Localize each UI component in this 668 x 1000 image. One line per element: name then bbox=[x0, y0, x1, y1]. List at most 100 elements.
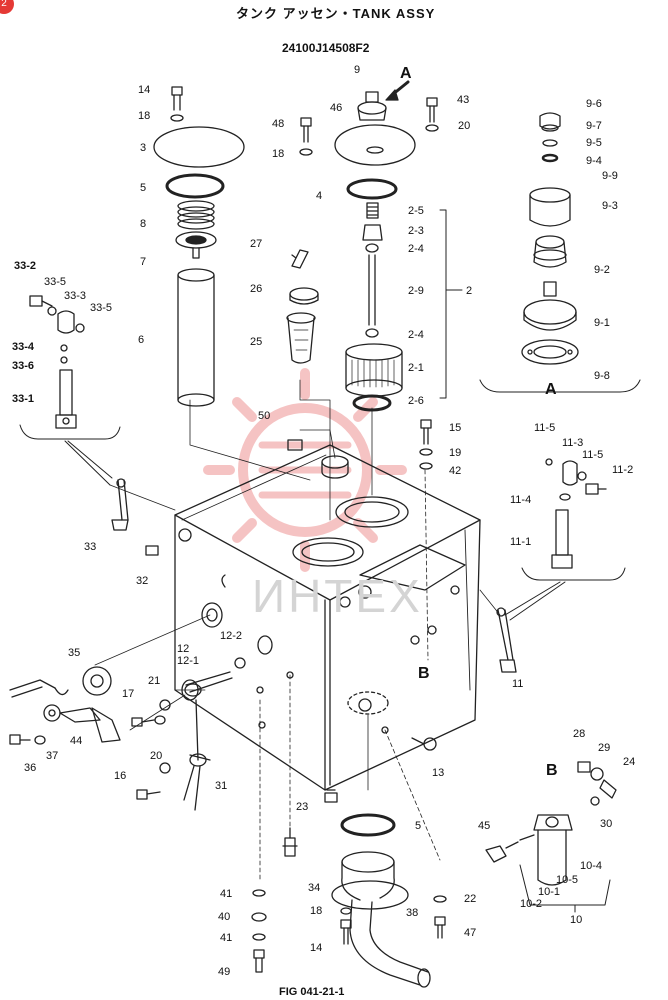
callout-2-5: 2-5 bbox=[408, 205, 424, 217]
callout-10-5: 10-5 bbox=[556, 874, 579, 886]
level-gauge-35 bbox=[9, 666, 121, 743]
callout-33-6: 33-6 bbox=[12, 360, 35, 372]
callout-12-1: 12-1 bbox=[177, 655, 200, 667]
bolt-47 bbox=[434, 916, 446, 939]
callout-11-2: 11-2 bbox=[612, 464, 634, 476]
callout-40: 40 bbox=[218, 911, 231, 923]
bolt-16 bbox=[136, 789, 161, 800]
callout-9-7: 9-7 bbox=[586, 120, 602, 132]
callout-9-9: 9-9 bbox=[602, 170, 618, 182]
page-badge: 2 bbox=[0, 0, 14, 14]
callout-46: 46 bbox=[330, 102, 343, 114]
callout-12-2: 12-2 bbox=[220, 630, 243, 642]
callout-33-4: 33-4 bbox=[12, 341, 35, 353]
callout-11: 11 bbox=[512, 678, 524, 690]
detail-11-bracket bbox=[521, 567, 626, 581]
callout-7: 7 bbox=[140, 256, 147, 268]
figure-label: FIG 041-21-1 bbox=[279, 986, 345, 998]
callout-2-4-bottom: 2-4 bbox=[408, 329, 424, 341]
valve-34 bbox=[282, 827, 298, 857]
callout-9-4: 9-4 bbox=[586, 155, 602, 167]
plate-46 bbox=[334, 124, 416, 166]
callout-9: 9 bbox=[354, 64, 361, 76]
callout-33-1: 33-1 bbox=[12, 393, 35, 405]
callout-30: 30 bbox=[600, 818, 613, 830]
callout-10: 10 bbox=[570, 914, 583, 926]
callout-33: 33 bbox=[84, 541, 97, 553]
bolt-43 bbox=[425, 97, 439, 132]
callout-9-5: 9-5 bbox=[586, 137, 602, 149]
callout-10-1: 10-1 bbox=[538, 886, 561, 898]
elbow-38 bbox=[331, 851, 431, 988]
callout-18-bottom: 18 bbox=[310, 905, 323, 917]
valve-7 bbox=[175, 231, 217, 259]
callout-29: 29 bbox=[598, 742, 611, 754]
callout-25: 25 bbox=[250, 336, 263, 348]
filter-stack-2 bbox=[345, 202, 403, 412]
callout-9-8: 9-8 bbox=[594, 370, 610, 382]
callout-28: 28 bbox=[573, 728, 586, 740]
callout-21: 21 bbox=[148, 675, 161, 687]
bolt-48 bbox=[299, 117, 313, 156]
callout-17: 17 bbox=[122, 688, 135, 700]
callout-35: 35 bbox=[68, 647, 81, 659]
callout-31: 31 bbox=[215, 780, 228, 792]
callout-47: 47 bbox=[464, 927, 477, 939]
filter-b-label: B bbox=[546, 762, 558, 779]
bolt-14-top bbox=[170, 86, 184, 122]
callout-27: 27 bbox=[250, 238, 263, 250]
callout-19: 19 bbox=[449, 447, 462, 459]
detail-a-bracket bbox=[479, 379, 641, 393]
callout-45: 45 bbox=[478, 820, 491, 832]
callout-5-top: 5 bbox=[140, 182, 147, 194]
callout-20-left: 20 bbox=[150, 750, 163, 762]
callout-13: 13 bbox=[432, 767, 445, 779]
spring-8 bbox=[177, 200, 215, 230]
tank-body bbox=[174, 439, 481, 791]
watermark-text: ИНТЕХ bbox=[252, 570, 423, 622]
plug-49 bbox=[253, 949, 265, 973]
callout-14-bottom: 14 bbox=[310, 942, 323, 954]
callout-18-top: 18 bbox=[138, 110, 151, 122]
bolt-14-bottom bbox=[340, 919, 352, 945]
callout-11-4: 11-4 bbox=[510, 494, 532, 506]
gear-26 bbox=[289, 287, 319, 305]
callout-11-5-b: 11-5 bbox=[582, 449, 604, 461]
cover-plate-3 bbox=[153, 126, 245, 168]
callout-41-bottom: 41 bbox=[220, 932, 233, 944]
diagram-title: タンク アッセン・TANK ASSY bbox=[236, 6, 436, 21]
callout-37: 37 bbox=[46, 750, 59, 762]
callout-33-5-a: 33-5 bbox=[44, 276, 67, 288]
callout-4: 4 bbox=[316, 190, 323, 202]
callout-11-1: 11-1 bbox=[510, 536, 532, 548]
callout-9-2: 9-2 bbox=[594, 264, 610, 276]
callout-6: 6 bbox=[138, 334, 145, 346]
element-6 bbox=[177, 268, 215, 407]
detail-33-bracket bbox=[19, 424, 121, 440]
strainer-25 bbox=[286, 312, 316, 364]
callout-16: 16 bbox=[114, 770, 127, 782]
callout-34: 34 bbox=[308, 882, 321, 894]
view-a-section-label: A bbox=[545, 381, 557, 398]
watermark-gear-icon bbox=[203, 368, 407, 572]
plug-23 bbox=[324, 789, 338, 803]
callout-20-top: 20 bbox=[458, 120, 471, 132]
callout-2-3: 2-3 bbox=[408, 225, 424, 237]
rod-11 bbox=[496, 607, 517, 673]
callout-9-3: 9-3 bbox=[602, 200, 618, 212]
detail-a-parts bbox=[521, 112, 579, 365]
callout-5-bottom: 5 bbox=[415, 820, 422, 832]
sensor-12 bbox=[184, 671, 233, 697]
callout-15: 15 bbox=[449, 422, 462, 434]
callout-18-mid: 18 bbox=[272, 148, 285, 160]
callout-44: 44 bbox=[70, 735, 83, 747]
part-code: 24100J14508F2 bbox=[282, 41, 370, 55]
cap-9 bbox=[357, 91, 387, 121]
plug-13 bbox=[411, 737, 437, 751]
callout-9-1: 9-1 bbox=[594, 317, 610, 329]
callout-3: 3 bbox=[140, 142, 147, 154]
callout-10-4: 10-4 bbox=[580, 860, 603, 872]
callout-36: 36 bbox=[24, 762, 37, 774]
callout-48: 48 bbox=[272, 118, 285, 130]
